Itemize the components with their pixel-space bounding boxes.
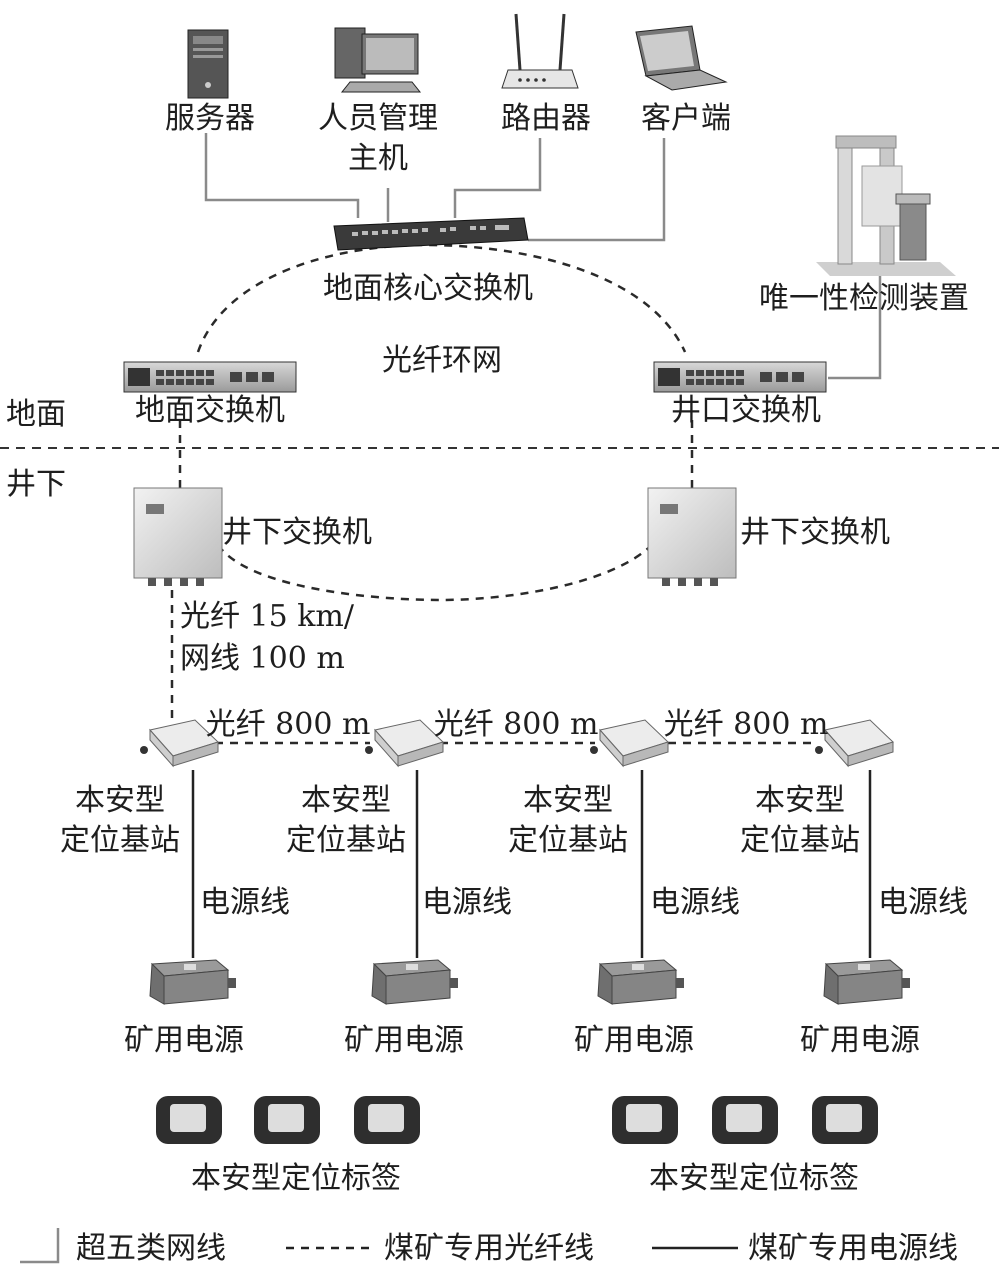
router-link [453, 138, 542, 218]
base-station-1-icon [140, 719, 219, 768]
label-shaft-switch: 井口交换机 [671, 393, 821, 428]
label-power-supply-2: 矿用电源 [344, 1023, 464, 1058]
fiber-lines [170, 243, 815, 745]
label-underground-switch-right: 井下交换机 [740, 515, 890, 550]
underground-switch-left-icon [133, 487, 223, 586]
legend-power-label: 煤矿专用电源线 [748, 1231, 958, 1266]
base-station-4-icon [815, 719, 894, 768]
label-router: 路由器 [501, 101, 591, 136]
label-underground-switch-left: 井下交换机 [222, 515, 372, 550]
legend-symbols [20, 1228, 738, 1264]
workstation-icon [334, 27, 422, 93]
label-client: 客户端 [641, 101, 731, 136]
label-base-station-1-line2: 定位基站 [60, 823, 180, 858]
shaft-switch-icon [653, 361, 827, 393]
label-power-supply-3: 矿用电源 [574, 1023, 694, 1058]
fiber-ring-bottom [216, 534, 662, 602]
label-personnel-host-line1: 人员管理 [318, 101, 438, 136]
label-fiber-ring: 光纤环网 [382, 343, 502, 378]
underground-switch-right-icon [647, 487, 737, 586]
server-link [204, 133, 360, 218]
tag-icon [612, 1096, 678, 1144]
legend-cat5e-symbol [20, 1228, 60, 1264]
ground-switch-icon [123, 361, 297, 393]
base-station-3-icon [590, 719, 669, 768]
label-zone-underground: 井下 [6, 467, 66, 502]
power-lines [191, 770, 872, 958]
label-core-switch: 地面核心交换机 [323, 271, 533, 306]
label-base-station-4-line2: 定位基站 [740, 823, 860, 858]
label-base-station-2-line1: 本安型 [301, 783, 391, 818]
tag-icon [812, 1096, 878, 1144]
label-power-cable-1: 电源线 [200, 885, 290, 920]
power-supply-1-icon [149, 959, 236, 1005]
core-switch-icon [333, 217, 529, 251]
label-power-supply-1: 矿用电源 [124, 1023, 244, 1058]
cat5e-lines [204, 133, 882, 380]
power-supply-3-icon [597, 959, 684, 1005]
tag-icon [712, 1096, 778, 1144]
label-base-station-1-line1: 本安型 [75, 783, 165, 818]
label-base-station-4-line1: 本安型 [755, 783, 845, 818]
client-link [528, 138, 666, 242]
tag-icon [354, 1096, 420, 1144]
label-link-note-line1: 光纤 15 km/ [180, 599, 354, 634]
fiber-ring-top [196, 243, 687, 353]
server-tower-icon [187, 29, 229, 99]
label-power-cable-2: 电源线 [422, 885, 512, 920]
label-fiber-span-2: 光纤 800 m [433, 707, 599, 742]
label-base-station-2-line2: 定位基站 [286, 823, 406, 858]
label-base-station-3-line2: 定位基站 [508, 823, 628, 858]
legend-fiber-label: 煤矿专用光纤线 [384, 1231, 594, 1266]
legend-cat5e-label: 超五类网线 [76, 1231, 226, 1266]
label-tags-right: 本安型定位标签 [649, 1161, 859, 1196]
label-power-cable-4: 电源线 [878, 885, 968, 920]
power-supply-4-icon [823, 959, 910, 1005]
laptop-icon [635, 25, 728, 91]
tag-icon [254, 1096, 320, 1144]
label-base-station-3-line1: 本安型 [523, 783, 613, 818]
label-server: 服务器 [165, 101, 255, 136]
label-fiber-span-3: 光纤 800 m [663, 707, 829, 742]
base-station-2-icon [365, 719, 444, 768]
detector-link [828, 262, 882, 380]
label-zone-surface: 地面 [6, 397, 66, 432]
tag-icon [156, 1096, 222, 1144]
label-tags-left: 本安型定位标签 [191, 1161, 401, 1196]
label-fiber-span-1: 光纤 800 m [205, 707, 371, 742]
power-supply-2-icon [371, 959, 458, 1005]
label-power-supply-4: 矿用电源 [800, 1023, 920, 1058]
label-uniqueness-detector: 唯一性检测装置 [759, 281, 969, 316]
detector-gate-icon [816, 135, 956, 276]
label-link-note-line2: 网线 100 m [180, 641, 345, 676]
label-personnel-host-line2: 主机 [348, 141, 408, 176]
router-icon [501, 13, 579, 89]
label-ground-switch: 地面交换机 [135, 393, 285, 428]
label-power-cable-3: 电源线 [650, 885, 740, 920]
